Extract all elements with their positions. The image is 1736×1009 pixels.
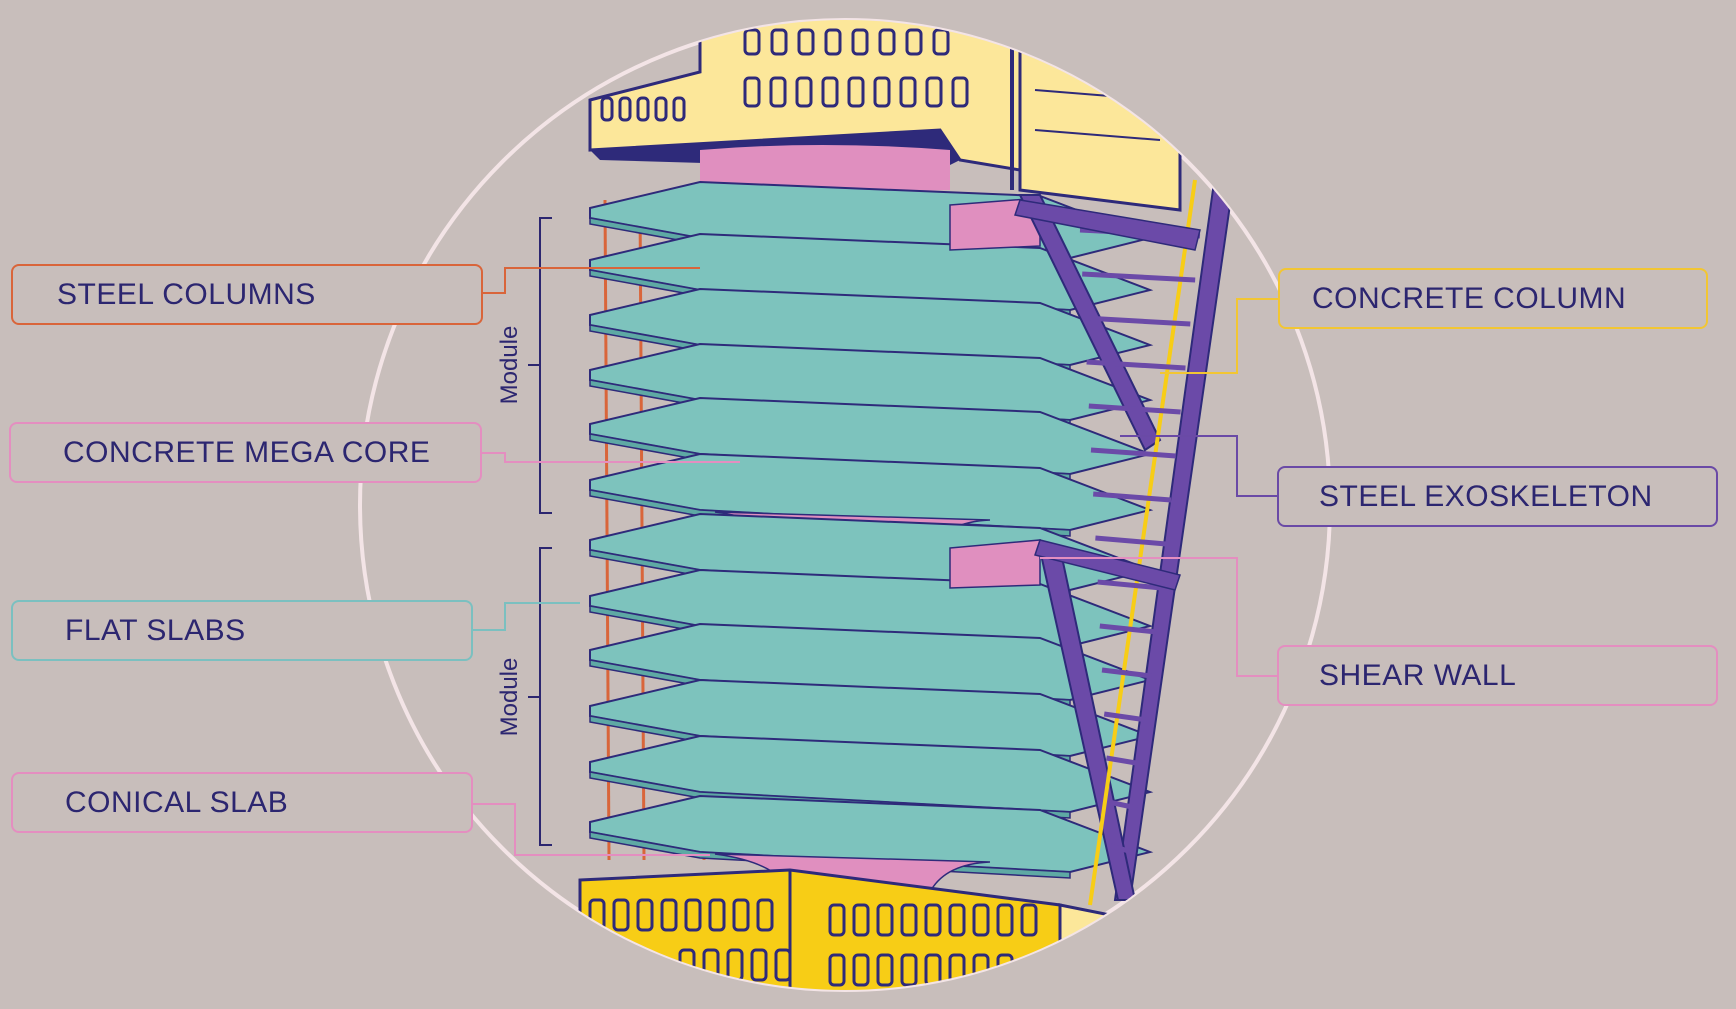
window	[821, 76, 839, 108]
window	[795, 76, 813, 108]
window	[743, 76, 761, 108]
window	[636, 96, 650, 122]
leader-concrete-column	[1160, 298, 1278, 374]
exo-rung	[1082, 271, 1196, 283]
window	[876, 903, 894, 937]
window	[612, 898, 630, 932]
exo-rung	[1093, 491, 1172, 503]
tower-floors	[589, 180, 1154, 893]
window	[672, 96, 686, 122]
steel-exoskeleton-frame	[1014, 94, 1237, 906]
exo-rung	[1086, 359, 1186, 371]
window	[876, 953, 894, 987]
window	[797, 28, 815, 56]
label-conical-slab: CONICAL SLAB	[11, 772, 473, 833]
window	[878, 28, 896, 56]
window	[900, 903, 918, 937]
leader-shear-wall	[1040, 557, 1277, 677]
window	[770, 28, 788, 56]
window	[769, 76, 787, 108]
label-concrete-column: CONCRETE COLUMN	[1278, 268, 1708, 329]
exo-strut-middle	[1034, 539, 1181, 591]
window	[600, 96, 614, 122]
exo-rung	[1095, 535, 1167, 547]
exo-strut-top	[1014, 199, 1201, 251]
exo-rung	[1105, 755, 1143, 767]
leader-conical-slab	[473, 803, 710, 856]
window	[618, 96, 632, 122]
exo-rung	[1084, 315, 1191, 327]
steel-column	[603, 199, 611, 861]
window	[750, 948, 768, 982]
window	[636, 898, 654, 932]
tower-clip-group	[578, 20, 1237, 990]
window	[900, 953, 918, 987]
exo-rung	[1099, 623, 1157, 635]
module-label-upper: Module	[496, 326, 523, 405]
leader-flat-slabs	[473, 602, 580, 631]
exo-rung	[1108, 799, 1138, 811]
exo-rung	[1110, 843, 1133, 855]
exo-rung	[1101, 667, 1152, 679]
label-shear-wall: SHEAR WALL	[1277, 645, 1718, 706]
window	[743, 28, 761, 56]
label-concrete-mega-core: CONCRETE MEGA CORE	[9, 422, 482, 483]
label-flat-slabs: FLAT SLABS	[11, 600, 473, 661]
window	[905, 28, 923, 56]
module-bracket-upper	[528, 217, 552, 514]
bottom-block	[578, 868, 1112, 990]
shear-wall-lower	[949, 539, 1041, 589]
window	[654, 96, 668, 122]
module-bracket-lower	[528, 547, 552, 846]
top-block	[588, 20, 1182, 212]
window	[851, 28, 869, 56]
window	[732, 898, 750, 932]
window	[708, 898, 726, 932]
window	[924, 903, 942, 937]
leader-steel-exoskeleton	[1120, 435, 1277, 497]
window	[932, 28, 950, 56]
window	[899, 76, 917, 108]
window	[774, 948, 792, 982]
window	[824, 28, 842, 56]
window	[660, 898, 678, 932]
leader-concrete-mega-core	[482, 452, 740, 463]
top-windows	[600, 28, 969, 122]
exo-rung	[1097, 579, 1162, 591]
leader-steel-columns	[483, 267, 700, 294]
exo-rung	[1103, 711, 1148, 723]
window	[828, 903, 846, 937]
window	[852, 953, 870, 987]
window	[925, 76, 943, 108]
window	[951, 76, 969, 108]
exo-rung	[1088, 403, 1181, 415]
label-steel-exoskeleton: STEEL EXOSKELETON	[1277, 466, 1718, 527]
window	[1020, 903, 1038, 937]
window	[972, 903, 990, 937]
window	[828, 953, 846, 987]
exo-rung	[1090, 447, 1176, 459]
window	[684, 898, 702, 932]
window	[847, 76, 865, 108]
window	[756, 898, 774, 932]
module-label-lower: Module	[496, 658, 523, 737]
label-steel-columns: STEEL COLUMNS	[11, 264, 483, 325]
window	[873, 76, 891, 108]
window	[948, 903, 966, 937]
window	[852, 903, 870, 937]
window	[996, 903, 1014, 937]
